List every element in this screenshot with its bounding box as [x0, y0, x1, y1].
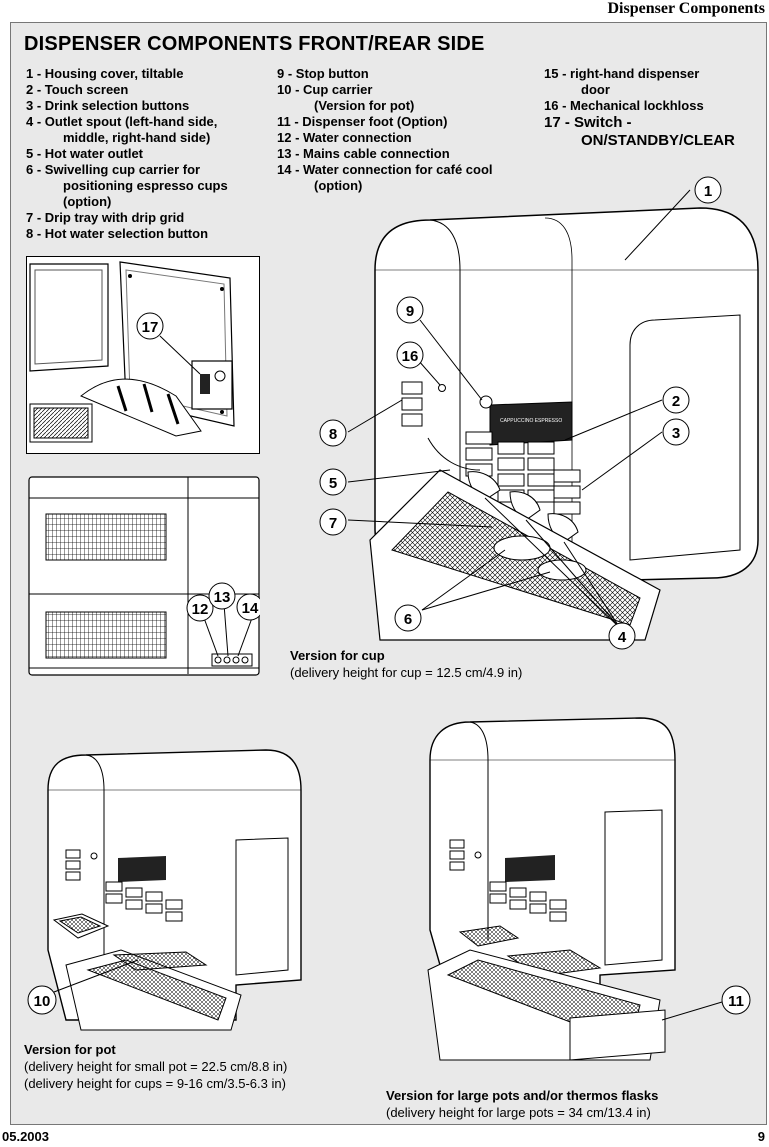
callout-10: 10	[27, 985, 57, 1015]
figure-dispenser-large-pots-version: 11	[427, 717, 751, 1061]
figure-rear-connections: 12 13 14	[28, 476, 260, 676]
legend-column-1: 1 - Housing cover, tiltable 2 - Touch sc…	[26, 66, 276, 242]
legend-item: 10 - Cup carrier	[277, 82, 373, 97]
callout-16: 16	[396, 341, 424, 369]
caption-cup-version: Version for cup (delivery height for cup…	[290, 647, 522, 681]
legend-item: 13 - Mains cable connection	[277, 146, 450, 161]
svg-text:6: 6	[404, 611, 412, 628]
legend-item: 8 - Hot water selection button	[26, 226, 209, 241]
svg-text:3: 3	[672, 425, 680, 442]
legend-item-continued: ON/STANDBY/CLEAR	[581, 132, 735, 149]
callout-3: 3	[662, 418, 690, 446]
svg-text:9: 9	[406, 303, 414, 320]
callout-6: 6	[394, 604, 422, 632]
svg-text:7: 7	[329, 515, 337, 532]
callout-11: 11	[721, 985, 751, 1015]
callout-7: 7	[319, 508, 347, 536]
legend-item-continued: (option)	[314, 178, 363, 193]
running-header: Dispenser Components	[607, 0, 766, 17]
callout-1: 1	[694, 176, 722, 204]
caption-title: Version for large pots and/or thermos fl…	[386, 1088, 659, 1103]
svg-text:13: 13	[214, 589, 231, 606]
figure-dispenser-cup-version: CAPPUCCINO ESPRESSO	[319, 176, 759, 650]
legend-item: 14 - Water connection for café cool	[277, 162, 493, 177]
svg-text:2: 2	[672, 393, 680, 410]
callout-4: 4	[608, 622, 636, 650]
callout-13: 13	[208, 582, 236, 610]
legend-column-3: 15 - right-hand dispenser door 16 - Mech…	[544, 66, 759, 150]
legend-item-continued: positioning espresso cups	[63, 178, 228, 193]
callout-8: 8	[319, 419, 347, 447]
legend-item: 15 - right-hand dispenser	[544, 66, 700, 81]
legend-item: 4 - Outlet spout (left-hand side,	[26, 114, 218, 129]
page-title: DISPENSER COMPONENTS FRONT/REAR SIDE	[24, 33, 485, 55]
footer-date: 05.2003	[2, 1129, 49, 1144]
legend-item: 11 - Dispenser foot (Option)	[277, 114, 448, 129]
caption-large-pots-version: Version for large pots and/or thermos fl…	[386, 1087, 658, 1121]
svg-text:16: 16	[402, 348, 419, 365]
legend-item: 16 - Mechanical lockhloss	[544, 98, 704, 113]
caption-line: (delivery height for large pots = 34 cm/…	[386, 1105, 651, 1120]
caption-title: Version for cup	[290, 648, 385, 663]
callout-2: 2	[662, 386, 690, 414]
caption-title: Version for pot	[24, 1042, 116, 1057]
caption-line: (delivery height for small pot = 22.5 cm…	[24, 1059, 288, 1074]
legend-item: 3 - Drink selection buttons	[26, 98, 190, 113]
svg-text:CAPPUCCINO ESPRESSO: CAPPUCCINO ESPRESSO	[500, 418, 562, 424]
legend-item: 17 - Switch -	[544, 114, 632, 131]
legend-item: 12 - Water connection	[277, 130, 412, 145]
svg-text:8: 8	[329, 426, 337, 443]
callout-14: 14	[236, 593, 260, 621]
legend-item-continued: door	[581, 82, 610, 97]
svg-text:14: 14	[242, 600, 259, 617]
footer-page-number: 9	[757, 1129, 765, 1144]
callout-5: 5	[319, 468, 347, 496]
legend-item-continued: (option)	[63, 194, 112, 209]
figure-dispenser-pot-version: 10	[27, 749, 302, 1031]
svg-text:10: 10	[34, 993, 51, 1010]
legend-column-2: 9 - Stop button 10 - Cup carrier (Versio…	[277, 66, 537, 194]
caption-pot-version: Version for pot (delivery height for sma…	[24, 1041, 287, 1092]
svg-text:5: 5	[329, 475, 337, 492]
svg-text:1: 1	[704, 183, 712, 200]
legend-item-continued: middle, right-hand side)	[63, 130, 211, 145]
legend-item: 2 - Touch screen	[26, 82, 129, 97]
legend-item: 1 - Housing cover, tiltable	[26, 66, 184, 81]
figure-open-door-switch: 17	[26, 256, 260, 454]
legend-item-continued: (Version for pot)	[314, 98, 415, 113]
callout-17: 17	[136, 312, 164, 340]
svg-text:12: 12	[192, 601, 209, 618]
caption-line: (delivery height for cup = 12.5 cm/4.9 i…	[290, 665, 523, 680]
svg-text:17: 17	[142, 319, 159, 336]
legend-item: 5 - Hot water outlet	[26, 146, 144, 161]
legend-item: 6 - Swivelling cup carrier for	[26, 162, 201, 177]
callout-12: 12	[186, 594, 214, 622]
caption-line: (delivery height for cups = 9-16 cm/3.5-…	[24, 1076, 286, 1091]
legend-item: 9 - Stop button	[277, 66, 369, 81]
callout-9: 9	[396, 296, 424, 324]
svg-text:4: 4	[618, 629, 627, 646]
legend-item: 7 - Drip tray with drip grid	[26, 210, 185, 225]
svg-text:11: 11	[728, 993, 744, 1010]
